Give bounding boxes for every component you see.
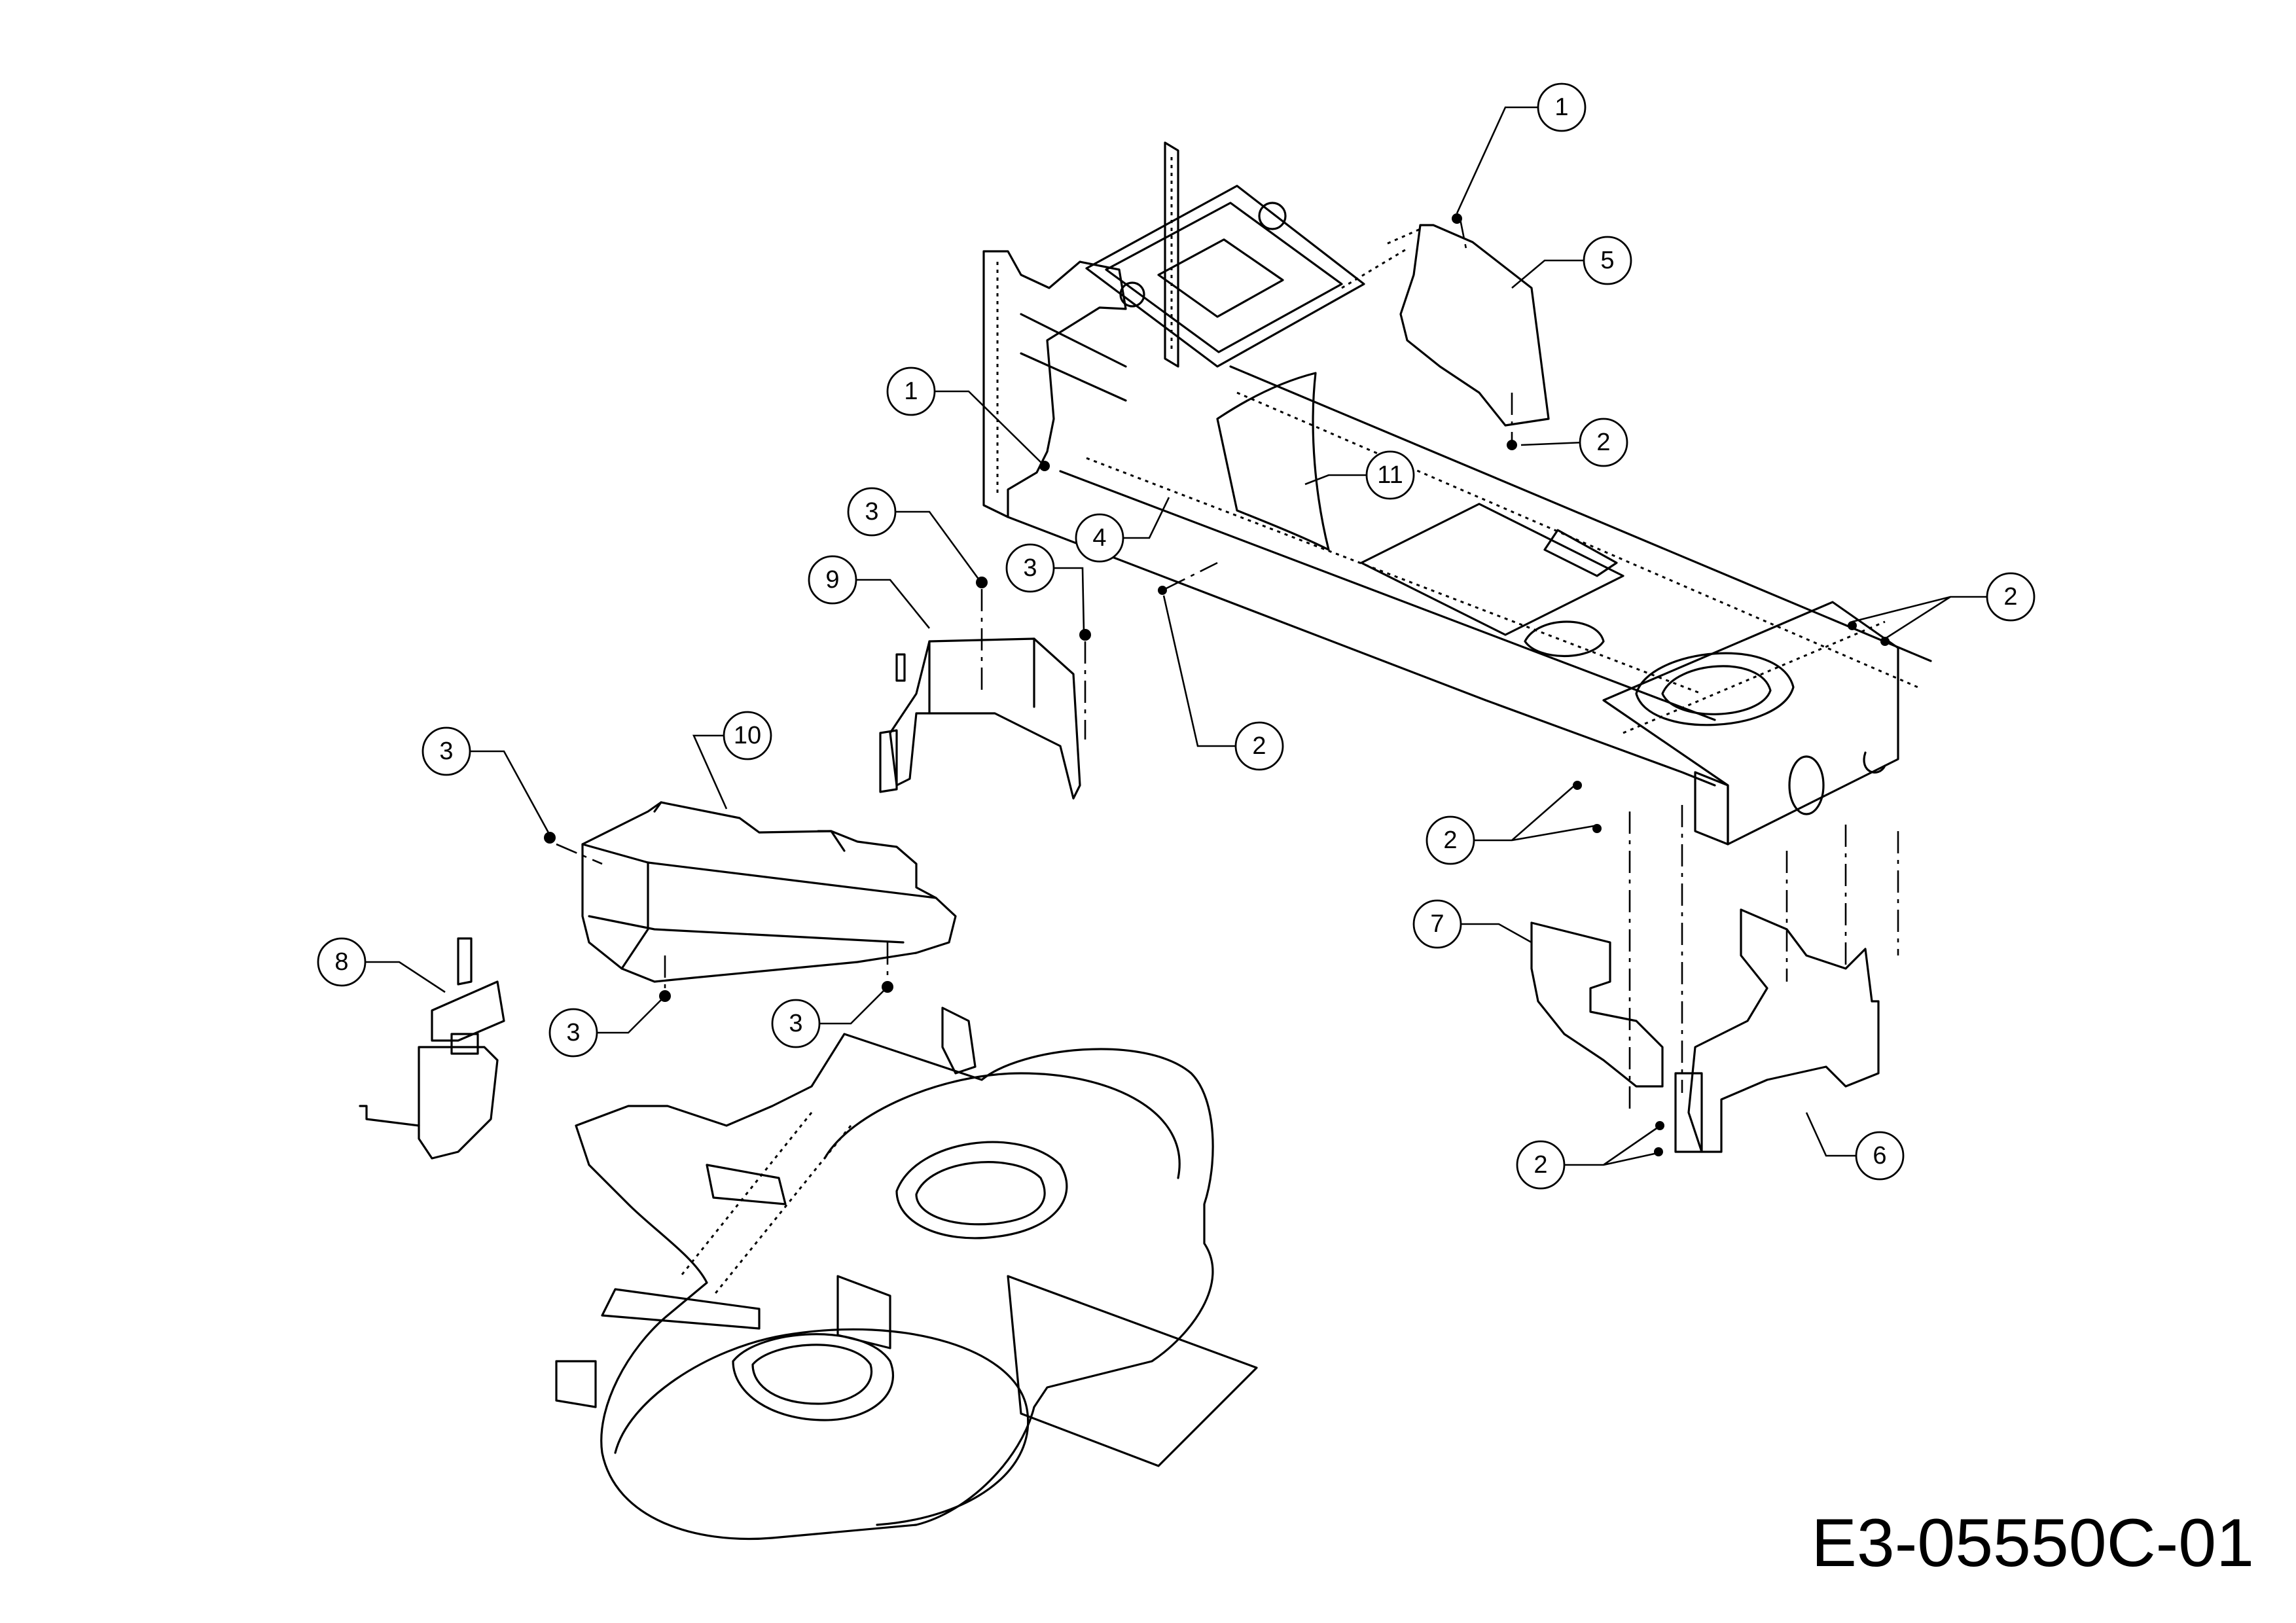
part-10-cover	[581, 801, 957, 983]
callout-4: 4	[1075, 513, 1124, 563]
callout-label: 2	[2003, 583, 2017, 611]
callout-label: 2	[1252, 732, 1266, 760]
part-8-bracket	[359, 937, 505, 1160]
callout-label: 3	[865, 498, 878, 526]
callout-2-upper-right: 2	[1579, 418, 1628, 467]
callout-3-lower-right: 3	[771, 999, 821, 1048]
callout-6: 6	[1855, 1131, 1905, 1181]
callout-7: 7	[1412, 899, 1462, 949]
part-6-plate	[1674, 908, 1880, 1153]
mower-deck	[555, 1007, 1258, 1541]
drawing-code-label: E3-05550C-01	[1811, 1505, 2254, 1581]
callout-label: 3	[439, 738, 453, 765]
part-7-plate	[1530, 921, 1664, 1088]
callout-label: 11	[1377, 461, 1403, 489]
callout-label: 3	[1023, 554, 1037, 582]
callout-label: 2	[1443, 827, 1457, 854]
callout-9: 9	[808, 555, 857, 605]
fasteners	[544, 213, 1890, 1156]
callout-label: 10	[734, 722, 761, 749]
callout-label: 5	[1600, 247, 1614, 274]
callout-label: 3	[566, 1019, 580, 1046]
part-9-bracket	[879, 637, 1081, 800]
callout-label: 4	[1092, 524, 1106, 552]
callout-label: 6	[1873, 1142, 1886, 1169]
callout-2-right-lower: 2	[1426, 815, 1475, 865]
main-frame	[982, 141, 1932, 846]
callout-5: 5	[1583, 236, 1632, 285]
assembly-lines	[556, 215, 1899, 1113]
callout-8: 8	[317, 937, 367, 987]
callout-1-top: 1	[1537, 82, 1587, 132]
callout-label: 2	[1596, 429, 1610, 456]
callout-11: 11	[1365, 450, 1415, 500]
callout-3-upper: 3	[847, 487, 897, 537]
callout-label: 8	[334, 948, 348, 976]
callout-2-bottom: 2	[1516, 1140, 1566, 1190]
callout-2-center: 2	[1234, 721, 1284, 771]
leader-lines	[361, 106, 1991, 1166]
part-11-shield	[1216, 372, 1330, 551]
callout-label: 1	[1554, 94, 1568, 121]
callout-label: 7	[1430, 910, 1444, 938]
part-5-shield	[1341, 224, 1550, 427]
callout-label: 2	[1534, 1151, 1547, 1179]
callout-3-lower-left: 3	[548, 1008, 598, 1058]
callout-10: 10	[723, 711, 772, 760]
callout-3-left: 3	[422, 726, 471, 776]
callout-label: 9	[825, 566, 839, 594]
callout-1-left: 1	[886, 366, 936, 416]
callout-2-far-right: 2	[1986, 572, 2036, 622]
callout-label: 3	[789, 1010, 802, 1037]
callout-label: 1	[904, 378, 918, 405]
callout-3-mid: 3	[1005, 543, 1055, 593]
